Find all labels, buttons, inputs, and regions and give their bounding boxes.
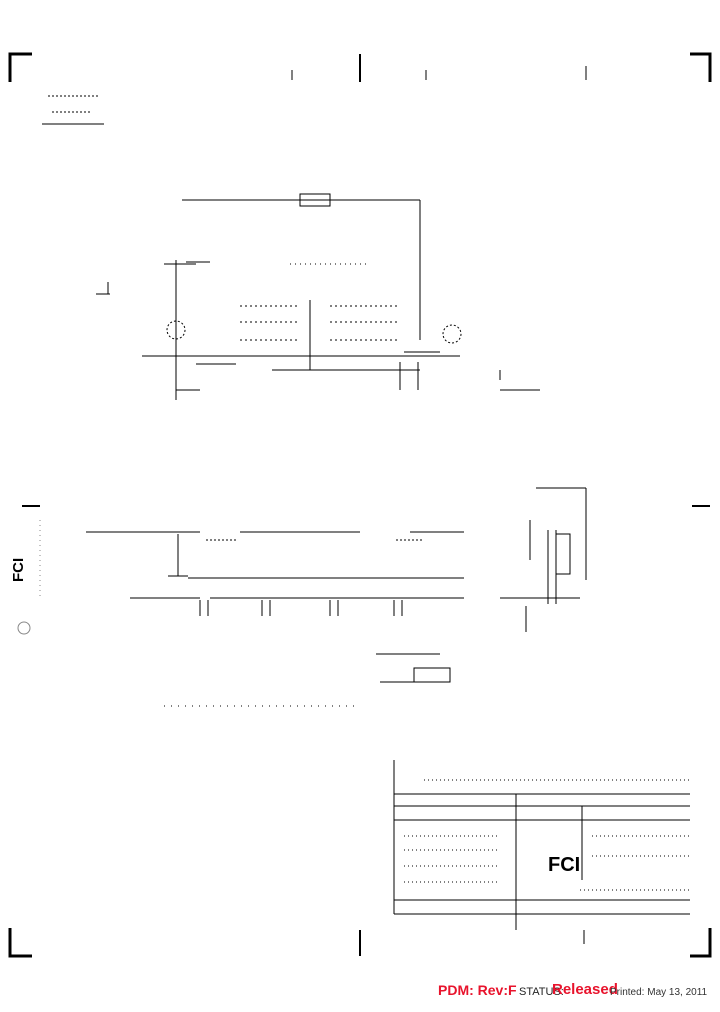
status-value: Released <box>552 981 618 998</box>
title-block-fci-logo: FCI <box>548 854 581 876</box>
side-fci-logo: FCI <box>10 557 27 582</box>
title-block <box>393 760 690 930</box>
top-view <box>96 193 540 400</box>
printed-date: Printed: May 13, 2011 <box>610 987 708 998</box>
side-view <box>86 531 464 707</box>
pdm-revision: PDM: Rev:F <box>438 982 517 998</box>
corner-marks <box>8 52 712 958</box>
status-label: STATUS: <box>519 986 564 998</box>
end-view <box>500 487 587 632</box>
